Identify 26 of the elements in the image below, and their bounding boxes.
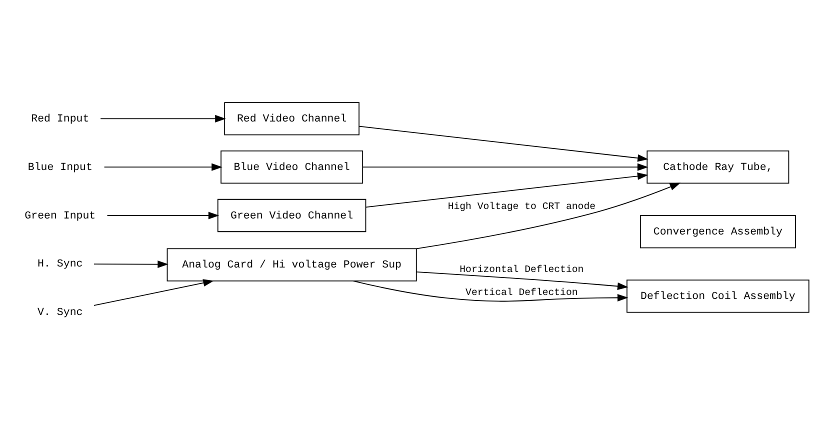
arrow [416, 271, 628, 290]
node-box: Green Video Channel [217, 198, 366, 232]
node-box: Blue Video Channel [220, 150, 364, 184]
node-text: V. Sync [38, 307, 83, 320]
node-text: Blue Input [28, 162, 92, 174]
arrow [362, 163, 648, 171]
arrow [358, 126, 648, 162]
arrow [106, 212, 220, 220]
arrow [94, 260, 168, 268]
node-box: Convergence Assembly [640, 215, 796, 248]
edge-label: High Voltage to CRT anode [448, 201, 596, 212]
node-text: Green Input [24, 210, 96, 222]
arrow [104, 163, 222, 171]
arrow [365, 172, 648, 208]
arrow [100, 114, 226, 122]
node-text: Red Input [31, 113, 90, 126]
node-box: Cathode Ray Tube, [646, 150, 790, 184]
arrow [416, 182, 681, 250]
edge-label: Horizontal Deflection [460, 264, 584, 275]
arrow [352, 280, 628, 302]
node-box: Deflection Coil Assembly [626, 280, 810, 313]
node-box: Analog Card / Hi voltage Power Sup [166, 248, 417, 282]
node-text: H. Sync [38, 258, 83, 271]
edge-label: Vertical Deflection [466, 287, 578, 298]
arrow [94, 279, 214, 306]
node-box: Red Video Channel [224, 102, 360, 136]
